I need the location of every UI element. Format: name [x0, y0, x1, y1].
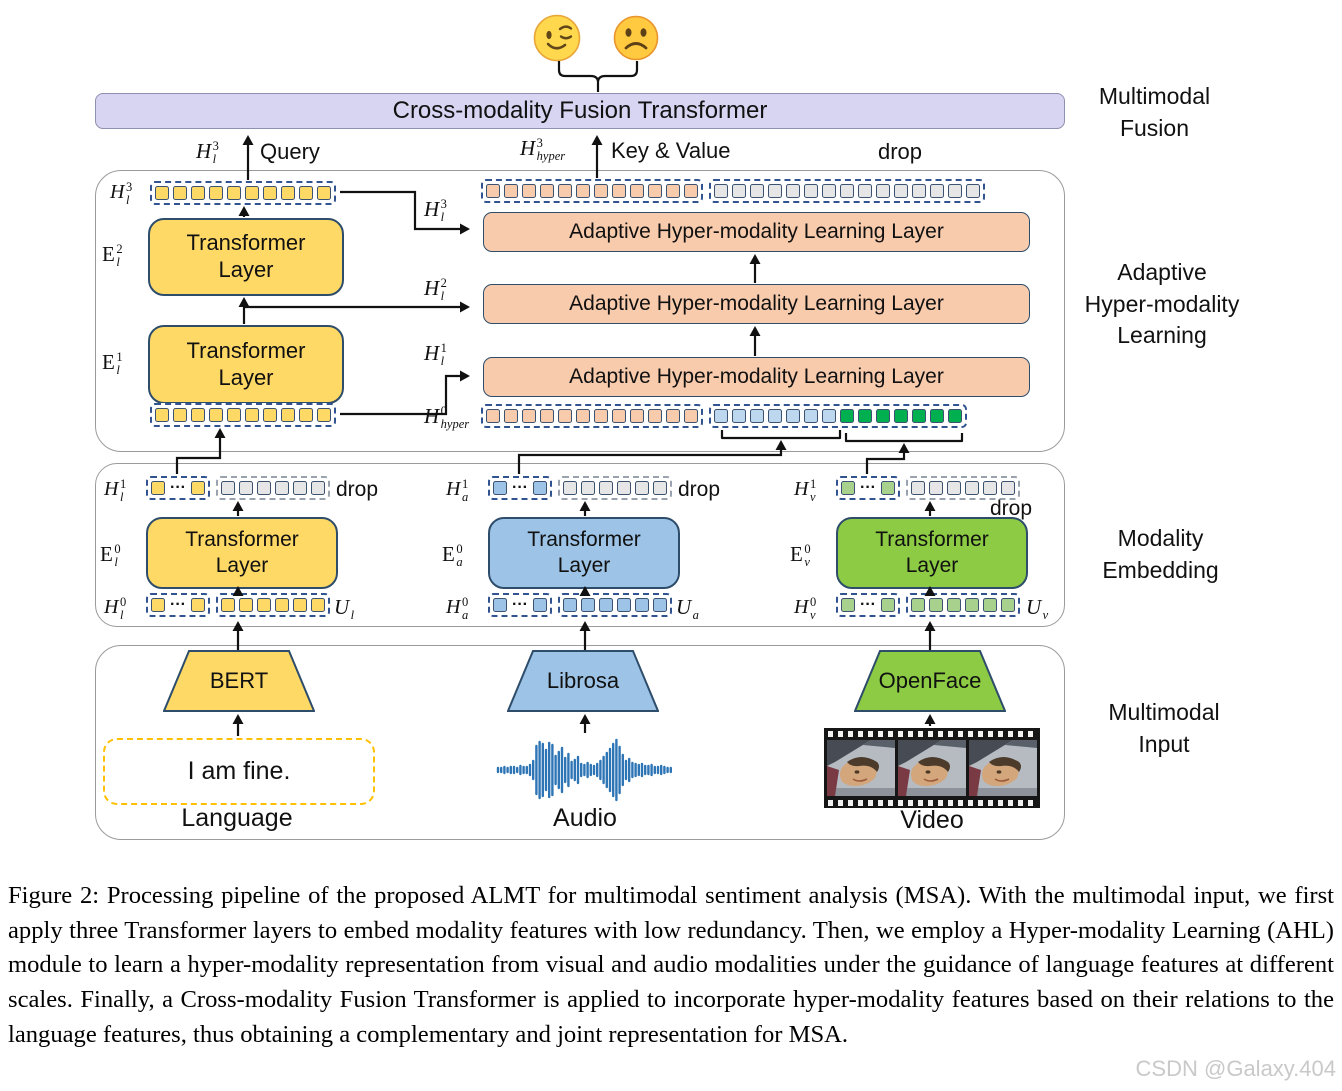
ahl-layer-2: Adaptive Hyper-modality Learning Layer	[483, 284, 1030, 324]
uv-label: U v	[1026, 595, 1049, 622]
video-frame	[827, 740, 895, 796]
hl3-token-row	[150, 181, 336, 205]
emoji-frown-icon	[612, 14, 660, 67]
transformer-layer-box-audio: Transformer Layer	[488, 517, 680, 589]
transformer-layer-box-video: Transformer Layer	[836, 517, 1028, 589]
ha1-token-row: ···	[488, 476, 672, 500]
hl0-token-row: ···	[146, 593, 330, 617]
video-frame	[969, 740, 1037, 796]
hyper0-token-row	[481, 404, 967, 428]
librosa-extractor: Librosa	[507, 650, 659, 712]
side-label-adaptive-hyper-modality-learning: Adaptive Hyper-modality Learning	[1084, 259, 1240, 349]
ahl-layer-3: Adaptive Hyper-modality Learning Layer	[483, 212, 1030, 252]
ha0-token-row: ···	[488, 593, 672, 617]
watermark: CSDN @Galaxy.404	[1135, 1056, 1336, 1081]
filmstrip-sprockets-top	[828, 730, 1036, 737]
openface-label: OpenFace	[878, 668, 982, 693]
bert-label: BERT	[209, 668, 269, 693]
drop-label-audio: drop	[678, 478, 721, 501]
ahl-layer-1: Adaptive Hyper-modality Learning Layer	[483, 357, 1030, 397]
hv0-token-row: ···	[836, 593, 1020, 617]
transformer-layer-box-language: Transformer Layer	[146, 517, 338, 589]
drop-label-language: drop	[336, 478, 379, 501]
hl1-emb-token-row: ···	[146, 476, 330, 500]
side-label-multimodal-input: Multimodal Input	[1108, 699, 1220, 757]
fusion-bar-label: Cross-modality Fusion Transformer	[392, 97, 768, 124]
video-filmstrip	[824, 728, 1040, 808]
query-label: Query	[260, 139, 320, 164]
hyper3-token-row	[481, 179, 985, 203]
hv1-token-row: ···	[836, 476, 1020, 500]
language-label: Language	[181, 804, 293, 832]
side-label-multimodal-fusion: Multimodal Fusion	[1098, 83, 1211, 141]
transformer-layer-box-l1: Transformer Layer	[148, 325, 344, 404]
filmstrip-sprockets-bottom	[828, 799, 1036, 806]
video-frame	[898, 740, 966, 796]
video-label: Video	[900, 806, 964, 834]
ul-label: U l	[334, 595, 355, 622]
bert-extractor: BERT	[163, 650, 315, 712]
side-label-modality-embedding: Modality Embedding	[1102, 525, 1219, 583]
cross-modality-fusion-transformer-bar: Cross-modality Fusion Transformer	[95, 93, 1065, 129]
emoji-wink-icon	[532, 13, 582, 68]
figure-caption: Figure 2: Processing pipeline of the pro…	[8, 882, 1334, 1048]
key-value-label: Key & Value	[611, 138, 731, 163]
audio-label: Audio	[553, 804, 617, 832]
drop-label-video: drop	[990, 497, 1033, 520]
transformer-layer-box-l2: Transformer Layer	[148, 218, 344, 296]
ua-label: U a	[676, 595, 699, 622]
audio-waveform	[496, 738, 673, 802]
hl1-inner-token-row	[150, 403, 336, 427]
language-sample-box: I am fine.	[103, 738, 375, 805]
librosa-label: Librosa	[546, 668, 620, 693]
openface-extractor: OpenFace	[854, 650, 1006, 712]
drop-label-top: drop	[878, 139, 923, 164]
